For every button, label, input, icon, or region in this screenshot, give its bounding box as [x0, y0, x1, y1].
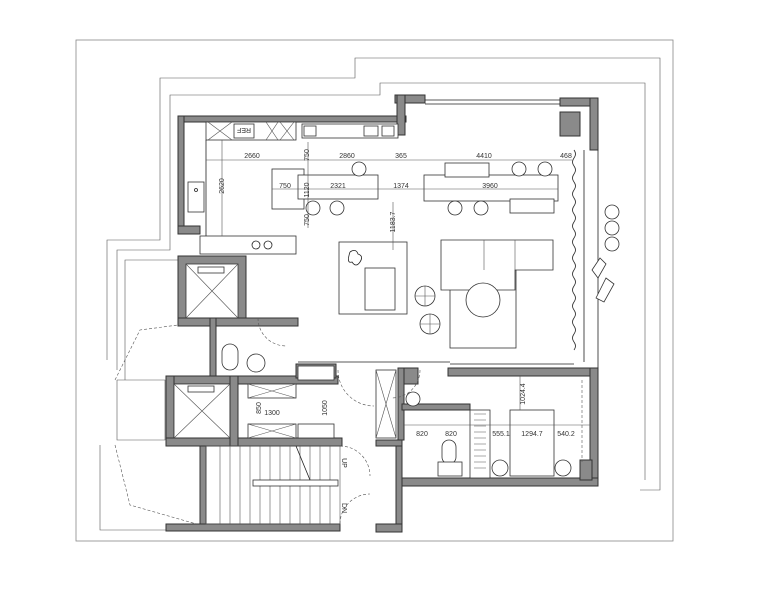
curtain — [572, 149, 576, 351]
drawing-frame — [75, 39, 674, 542]
glazing — [298, 99, 599, 368]
dim-468: 468 — [560, 153, 572, 160]
dimension-labels: 2660 750 2860 365 4410 468 750 1120 2321… — [219, 149, 575, 438]
dim-2620: 2620 — [219, 178, 226, 194]
dim-820-b: 820 — [445, 431, 457, 438]
dim-2860: 2860 — [339, 153, 355, 160]
wash-basin — [405, 391, 421, 407]
dim-540: 540.2 — [557, 431, 575, 438]
core — [173, 263, 421, 439]
coffee-table — [465, 282, 501, 318]
stair-up-label: UP — [340, 458, 347, 468]
dim-1294: 1294.7 — [521, 431, 543, 438]
dim-820-a: 820 — [416, 431, 428, 438]
stools — [305, 161, 553, 216]
bar-counter — [423, 174, 559, 202]
dim-4410: 4410 — [476, 153, 492, 160]
stairs: UP DN — [205, 445, 371, 525]
stair-down-label: DN — [340, 503, 347, 513]
dim-2660: 2660 — [244, 153, 260, 160]
dim-1050: 1050 — [322, 400, 329, 416]
toilet-bedroom — [441, 439, 457, 465]
dim-555: 555.1 — [492, 431, 510, 438]
basin — [246, 353, 266, 373]
dim-2321: 2321 — [330, 183, 346, 190]
site-boundary — [99, 57, 661, 531]
planters — [591, 204, 620, 303]
dimension-lines — [206, 140, 572, 250]
dim-1374: 1374 — [393, 183, 409, 190]
bedroom — [404, 376, 590, 479]
kitchen: REF — [187, 121, 559, 255]
dim-365: 365 — [395, 153, 407, 160]
dim-850: 850 — [256, 402, 263, 414]
bed — [509, 409, 555, 477]
dim-1024: 1024.4 — [520, 383, 527, 405]
sink — [187, 181, 205, 213]
sofa — [440, 239, 554, 291]
dim-1120: 1120 — [304, 182, 311, 197]
dim-1183: 1183.7 — [390, 211, 397, 232]
dim-3960: 3960 — [482, 183, 498, 190]
refrigerator-label: REF — [237, 126, 251, 133]
dim-750-island: 750 — [279, 183, 291, 190]
dim-750-bottom: 750 — [304, 214, 311, 226]
dim-750-top: 750 — [304, 149, 311, 161]
living — [338, 204, 620, 349]
dining-table — [297, 174, 379, 200]
toilet — [221, 343, 239, 371]
refrigerator — [233, 123, 255, 139]
dim-1300: 1300 — [264, 410, 280, 417]
